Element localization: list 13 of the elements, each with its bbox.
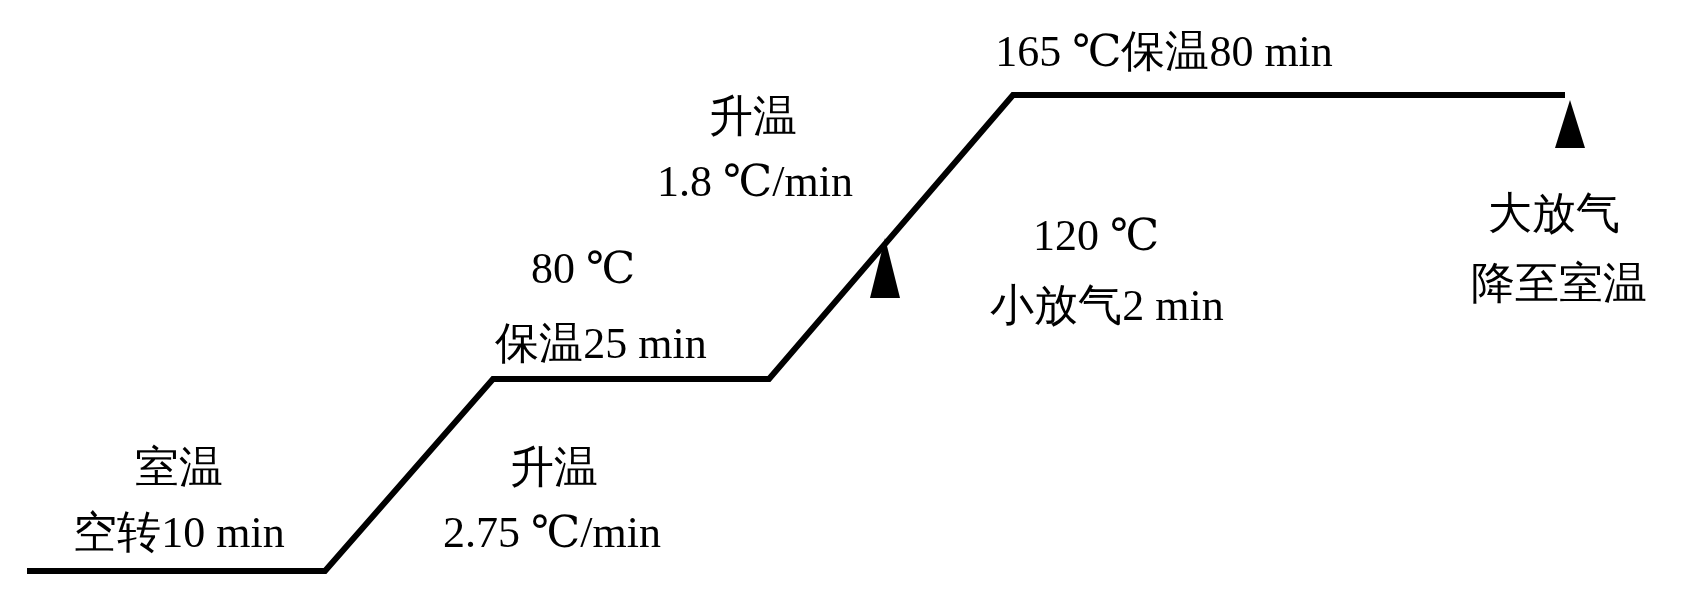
annotation-text: 空转10 min xyxy=(73,508,285,558)
annotation-text: 1.8 ℃/min xyxy=(657,157,853,207)
annotation-text: 室温 xyxy=(135,443,223,493)
annotation-text: 升温 xyxy=(510,443,598,493)
annotation-text: 165 ℃保温80 min xyxy=(995,27,1333,77)
annotation-text: 保温25 min xyxy=(495,319,707,369)
annotation-text: 小放气2 min xyxy=(990,281,1224,331)
annotation-text: 2.75 ℃/min xyxy=(443,508,661,558)
annotation-text: 80 ℃ xyxy=(530,244,636,294)
annotation-text: 大放气 xyxy=(1488,189,1620,239)
annotation-text: 降至室温 xyxy=(1471,259,1647,309)
annotation-text: 120 ℃ xyxy=(1032,211,1160,261)
annotation-text: 升温 xyxy=(709,92,797,142)
